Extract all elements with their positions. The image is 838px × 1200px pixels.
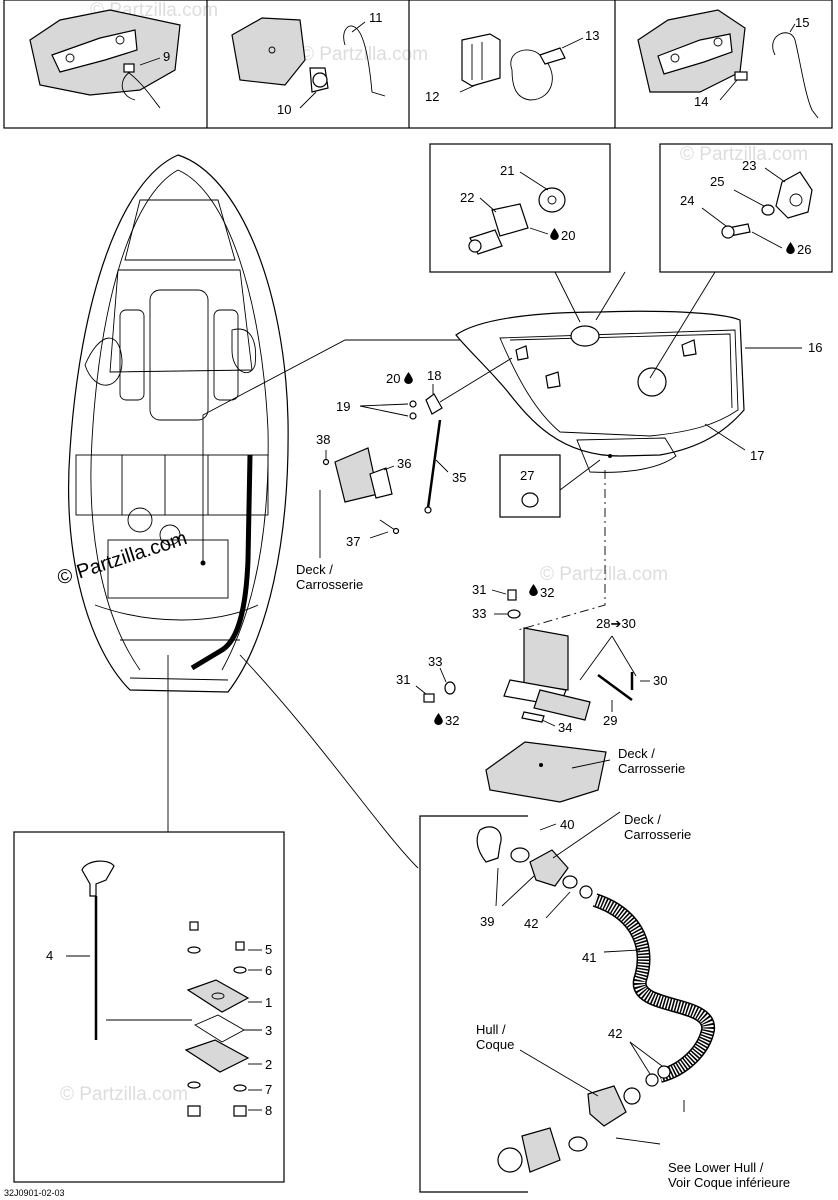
callout-2: 2 (265, 1057, 272, 1072)
callout-20-drop-b: 20 (386, 371, 400, 386)
detail-box-cover-plate: 4 5 6 1 3 2 7 8 (13, 831, 285, 1183)
leader-hose-to-detail (239, 654, 419, 869)
callout-21: 21 (500, 163, 514, 178)
callout-41: 41 (582, 950, 596, 965)
callout-15: 15 (795, 15, 809, 30)
callout-17: 17 (750, 448, 764, 463)
callout-27: 27 (520, 468, 534, 483)
callout-32-b: 32 (445, 713, 459, 728)
glue-drop-icon-20a (550, 228, 559, 240)
callout-25: 25 (710, 174, 724, 189)
callout-18: 18 (427, 368, 441, 383)
hinge-assembly: 31 32 33 28➔30 30 29 33 31 32 34 Deck / (396, 582, 685, 803)
callout-29: 29 (603, 713, 617, 728)
callout-12: 12 (425, 89, 439, 104)
box-2-rivet-and-tie: 11 10 (231, 10, 386, 117)
callout-38: 38 (316, 432, 330, 447)
storage-lid: 16 17 (455, 271, 822, 473)
detail-box-bumper: 21 22 20 (429, 143, 611, 273)
callout-10: 10 (277, 102, 291, 117)
callout-31-b: 31 (396, 672, 410, 687)
glue-drop-icon-32a (529, 584, 538, 596)
deck-label-top: Deck / Carrosserie (296, 562, 363, 592)
detail-box-drain-hose: 40 Deck / Carrosserie 39 42 41 42 Hull /… (419, 811, 790, 1193)
see-lower-hull-label: See Lower Hull / Voir Coque inférieure (668, 1160, 790, 1190)
callout-3: 3 (265, 1023, 272, 1038)
watermark-faint-4: © Partzilla.com (60, 1084, 188, 1105)
glue-drop-icon-20b (404, 372, 413, 384)
callout-35: 35 (452, 470, 466, 485)
watermark-faint-3: © Partzilla.com (540, 564, 668, 585)
callout-4: 4 (46, 948, 53, 963)
callout-31-a: 31 (472, 582, 486, 597)
callout-24: 24 (680, 193, 694, 208)
callout-19: 19 (336, 399, 350, 414)
box-4-clip-and-tie: 14 15 (637, 9, 819, 119)
callout-42-b: 42 (608, 1026, 622, 1041)
callout-5: 5 (265, 942, 272, 957)
hull-label: Hull / Coque (476, 1022, 514, 1052)
callout-8: 8 (265, 1103, 272, 1118)
box-3-connector-and-strap: 12 13 (425, 28, 599, 104)
callout-28-30: 28➔30 (596, 616, 636, 631)
diagram-code: 32J0901-02-03 (4, 1188, 65, 1198)
deck-label-hinge: Deck / Carrosserie (618, 746, 685, 776)
callout-34: 34 (558, 720, 572, 735)
callout-9: 9 (163, 49, 170, 64)
callout-42: 42 (524, 916, 538, 931)
callout-37: 37 (346, 534, 360, 549)
watermark-faint-2: © Partzilla.com (300, 44, 428, 65)
callout-32-a: 32 (540, 585, 554, 600)
deck-label-drain: Deck / Carrosserie (624, 812, 691, 842)
detail-box-27: 27 (499, 454, 601, 518)
callout-33: 33 (472, 606, 486, 621)
callout-30-b: 30 (653, 673, 667, 688)
callout-16: 16 (808, 340, 822, 355)
assembly-centerline (517, 470, 606, 631)
callout-1: 1 (265, 995, 272, 1010)
callout-26-drop: 26 (797, 242, 811, 257)
callout-39: 39 (480, 914, 494, 929)
watercraft-deck-view: © Partzilla.com (55, 154, 289, 693)
callout-13: 13 (585, 28, 599, 43)
glue-drop-icon-32b (434, 713, 443, 725)
glue-drop-icon-26 (786, 242, 795, 254)
top-row-boxes: 9 11 10 12 13 (3, 0, 833, 129)
strut-plate-assembly: 38 36 37 Deck / Carrosserie (296, 432, 411, 592)
watermark-faint-5: © Partzilla.com (680, 144, 808, 165)
callout-22: 22 (460, 190, 474, 205)
leader-deck-to-storage (202, 339, 530, 563)
callout-14: 14 (694, 94, 708, 109)
callout-36: 36 (397, 456, 411, 471)
detail-box-latch: 23 25 24 26 (659, 143, 833, 273)
callout-7: 7 (265, 1082, 272, 1097)
callout-11: 11 (369, 10, 383, 25)
lid-hinge-assembly: 19 20 18 35 (336, 357, 513, 514)
box-1-cable-clip: 9 (29, 9, 181, 109)
callout-40: 40 (560, 817, 574, 832)
callout-23: 23 (742, 158, 756, 173)
callout-6: 6 (265, 963, 272, 978)
callout-20-drop-a: 20 (561, 228, 575, 243)
callout-33-b: 33 (428, 654, 442, 669)
